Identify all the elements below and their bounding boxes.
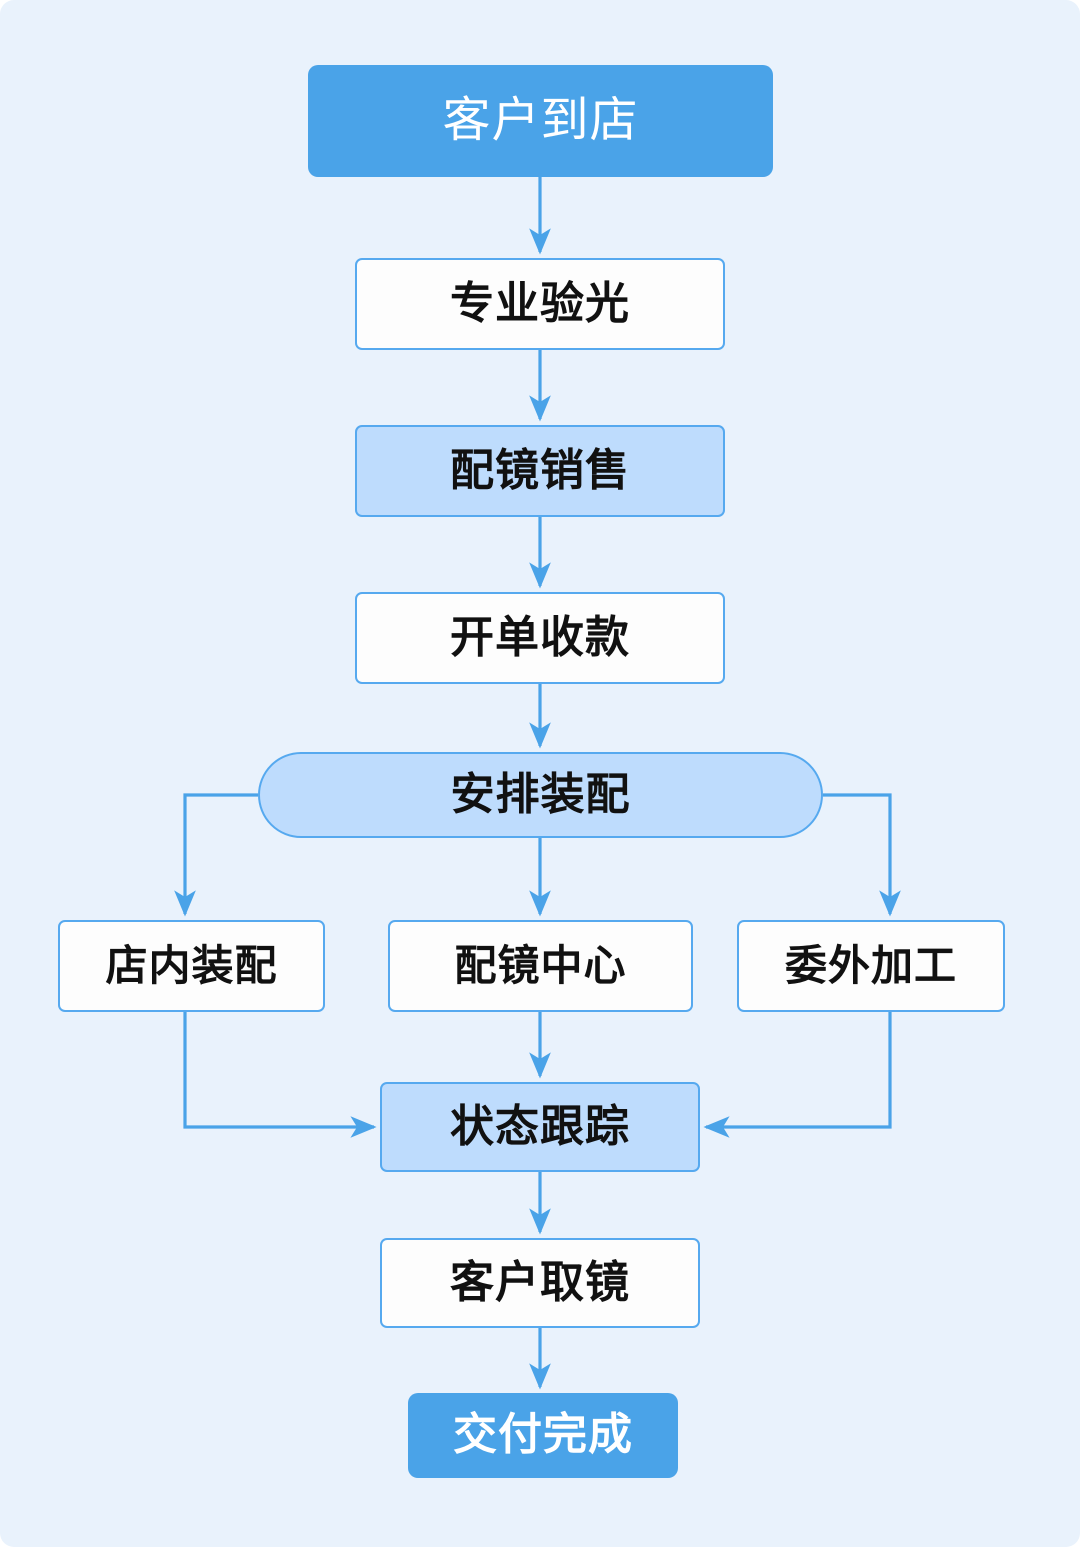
node-delivery-complete[interactable]: 交付完成 bbox=[408, 1393, 678, 1478]
node-label: 状态跟踪 bbox=[450, 1101, 630, 1151]
node-arrange-assembly[interactable]: 安排装配 bbox=[258, 752, 823, 838]
node-label: 店内装配 bbox=[105, 941, 278, 989]
node-label: 专业验光 bbox=[450, 278, 630, 328]
node-in-store-assembly[interactable]: 店内装配 bbox=[58, 920, 325, 1012]
node-billing-payment[interactable]: 开单收款 bbox=[355, 592, 725, 684]
node-label: 安排装配 bbox=[450, 769, 631, 819]
node-professional-optometry[interactable]: 专业验光 bbox=[355, 258, 725, 350]
node-label: 客户取镜 bbox=[450, 1257, 630, 1307]
node-status-tracking[interactable]: 状态跟踪 bbox=[380, 1082, 700, 1172]
edge-arrange-instore bbox=[174, 793, 258, 917]
node-start-customer-arrives[interactable]: 客户到店 bbox=[308, 65, 773, 177]
node-customer-pickup[interactable]: 客户取镜 bbox=[380, 1238, 700, 1328]
edge-arrange-outsource bbox=[823, 793, 901, 917]
edge-instore-track bbox=[183, 1012, 377, 1138]
edge-outsource-track bbox=[703, 1012, 892, 1138]
node-glasses-sales[interactable]: 配镜销售 bbox=[355, 425, 725, 517]
node-glasses-center[interactable]: 配镜中心 bbox=[388, 920, 693, 1012]
node-label: 委外加工 bbox=[784, 941, 957, 989]
node-label: 客户到店 bbox=[442, 93, 639, 147]
node-outsourced-processing[interactable]: 委外加工 bbox=[737, 920, 1005, 1012]
node-label: 交付完成 bbox=[453, 1410, 633, 1460]
node-label: 开单收款 bbox=[450, 612, 630, 662]
node-label: 配镜销售 bbox=[450, 445, 630, 495]
node-label: 配镜中心 bbox=[454, 941, 627, 989]
